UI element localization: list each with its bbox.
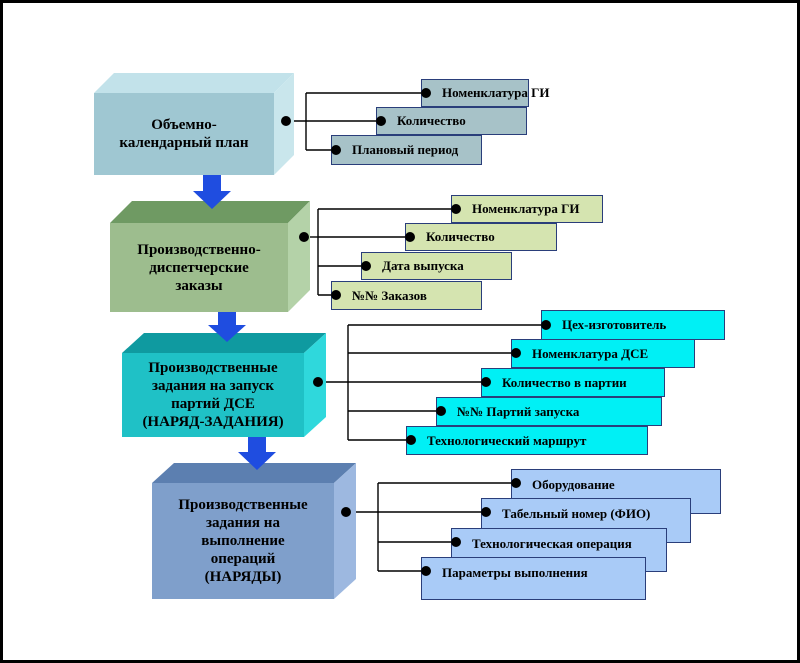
connector-dot	[341, 507, 351, 517]
attr-box-batch-numbers: №№ Партий запуска	[436, 397, 662, 426]
connector-lines-4	[346, 482, 516, 572]
connector-dot	[511, 478, 521, 488]
block-operation-tasks-3d	[152, 463, 356, 599]
connector-dot	[299, 232, 309, 242]
block-operation-tasks: Производственные задания на выполнение о…	[178, 497, 308, 585]
connector-dot	[405, 232, 415, 242]
block-volume-calendar-plan: Объемно- календарный план	[119, 117, 249, 151]
connector-lines-2	[304, 208, 456, 296]
arrow-down-3	[238, 437, 276, 470]
arrow-down-1	[193, 175, 231, 209]
connector-dot	[361, 261, 371, 271]
connector-dot	[313, 377, 323, 387]
attr-box-execution-params: Параметры выполнения	[421, 557, 646, 600]
block-launch-tasks: Производственные задания на запуск парти…	[142, 360, 284, 430]
connector-dot	[481, 377, 491, 387]
attr-box-nomenclature-dse: Номенклатура ДСЕ	[511, 339, 695, 368]
connector-dot	[481, 507, 491, 517]
connector-dot	[281, 116, 291, 126]
connector-dot	[421, 566, 431, 576]
attr-box-nomenclature-gi-2: Номенклатура ГИ	[451, 195, 603, 223]
connector-dot	[436, 406, 446, 416]
connector-dot	[541, 320, 551, 330]
arrow-down-2	[208, 312, 246, 342]
connector-dot	[331, 145, 341, 155]
attr-box-tech-route: Технологический маршрут	[406, 426, 648, 455]
connector-dot	[406, 435, 416, 445]
attr-box-release-date: Дата выпуска	[361, 252, 512, 280]
attr-box-quantity-2: Количество	[405, 223, 557, 251]
block-dispatch-orders: Производственно- диспетчерские заказы	[137, 241, 261, 294]
connector-dot	[331, 290, 341, 300]
block-volume-calendar-plan-3d	[94, 73, 294, 175]
block-dispatch-orders-3d	[110, 201, 310, 312]
connector-dot	[451, 537, 461, 547]
connector-dot	[421, 88, 431, 98]
block-launch-tasks-3d	[122, 333, 326, 437]
attr-box-quantity-1: Количество	[376, 107, 527, 135]
attr-box-workshop: Цех-изготовитель	[541, 310, 725, 340]
connector-dot	[511, 348, 521, 358]
attr-box-planned-period: Плановый период	[331, 135, 482, 165]
connector-dot	[376, 116, 386, 126]
attr-box-batch-quantity: Количество в партии	[481, 368, 665, 397]
connector-dot	[451, 204, 461, 214]
connector-lines-1	[286, 92, 426, 151]
attr-box-nomenclature-gi-1: Номенклатура ГИ	[421, 79, 550, 107]
attr-box-order-numbers: №№ Заказов	[331, 281, 482, 310]
